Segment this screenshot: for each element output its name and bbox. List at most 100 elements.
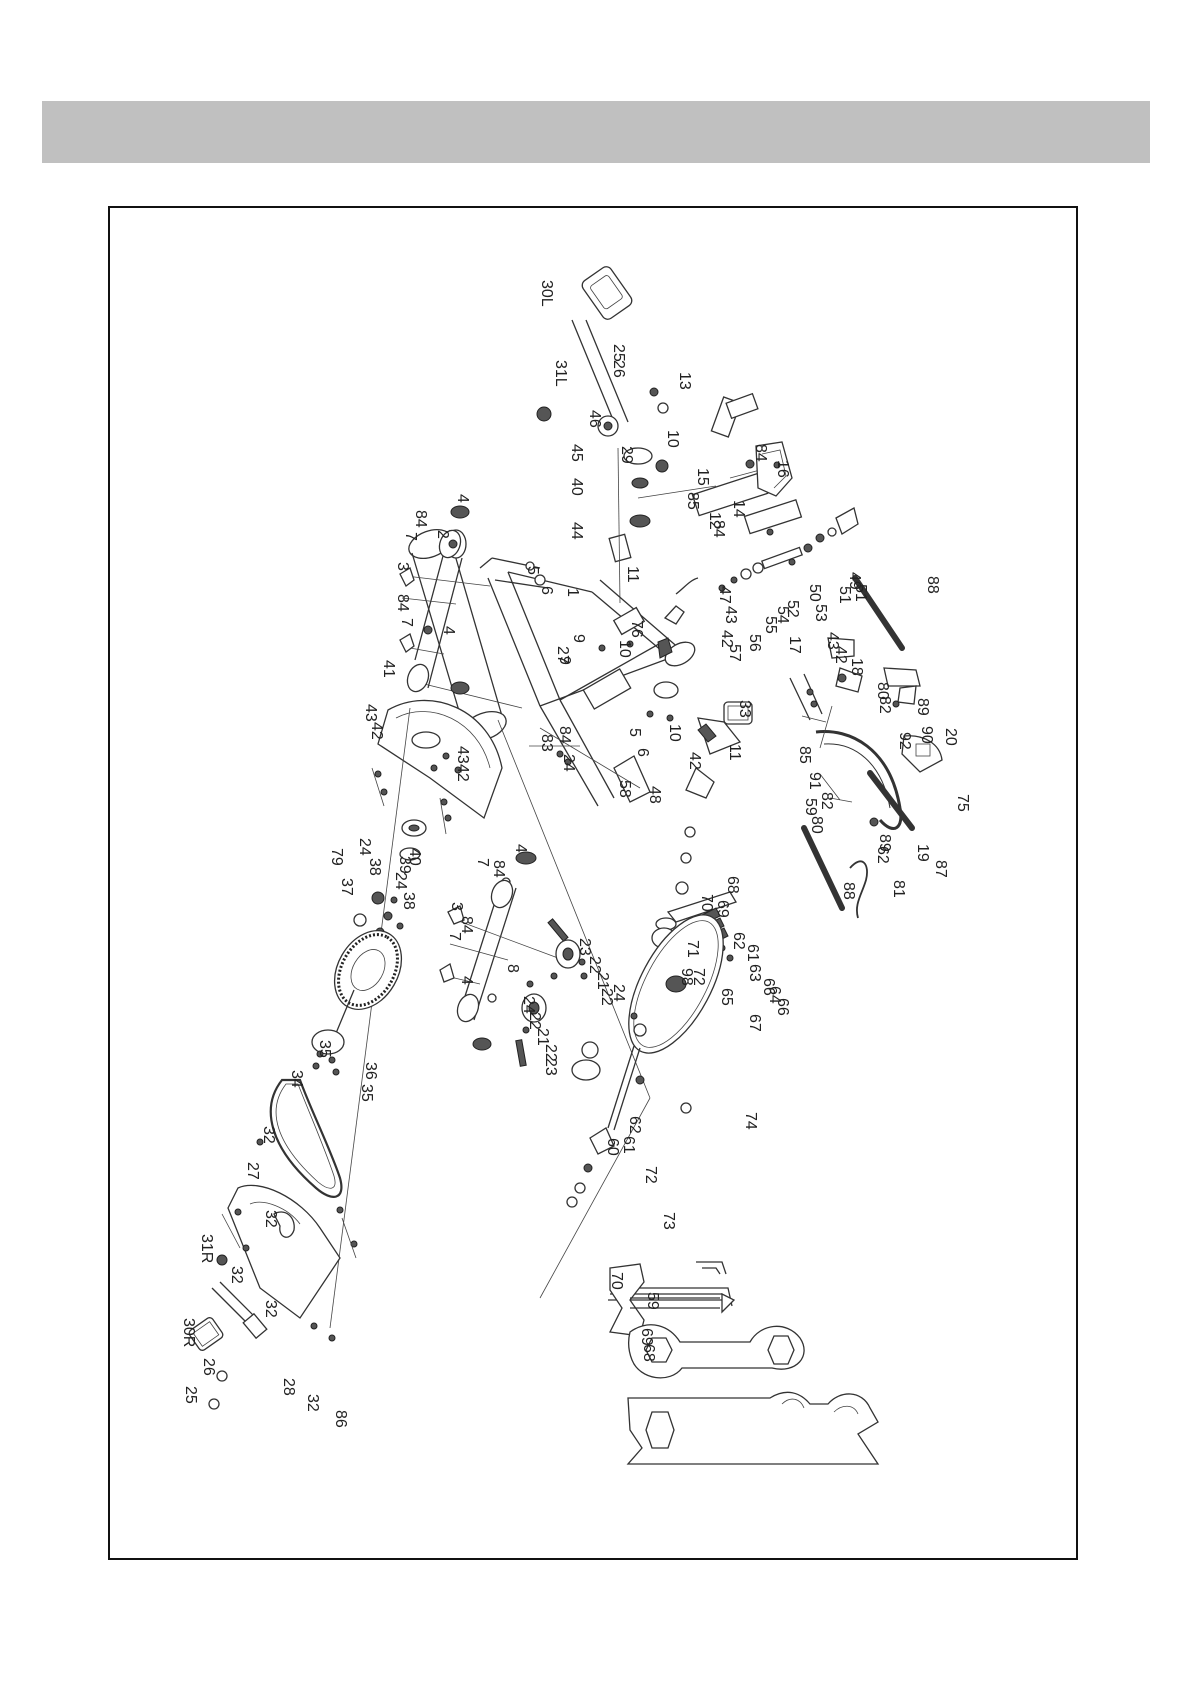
part-label-84: 84 xyxy=(412,510,429,528)
part-label-37: 37 xyxy=(338,878,355,896)
part-label-4: 4 xyxy=(440,626,457,635)
part-label-9: 9 xyxy=(570,634,587,643)
part-label-24: 24 xyxy=(520,996,537,1014)
part-label-23: 23 xyxy=(576,938,593,956)
part-label-26: 26 xyxy=(610,360,627,378)
part-label-80: 80 xyxy=(874,682,891,700)
part-label-39: 39 xyxy=(396,856,413,874)
part-label-13: 13 xyxy=(676,372,693,390)
part-label-10: 10 xyxy=(664,430,681,448)
part-label-51: 51 xyxy=(836,586,853,604)
part-label-64: 64 xyxy=(766,986,783,1004)
part-label-43: 43 xyxy=(454,746,471,764)
part-label-65: 65 xyxy=(718,988,735,1006)
part-label-84: 84 xyxy=(752,444,769,462)
part-label-91: 91 xyxy=(806,772,823,790)
part-label-30l: 30L xyxy=(538,280,555,307)
part-label-25: 25 xyxy=(610,344,627,362)
part-label-67: 67 xyxy=(746,1014,763,1032)
belt-and-cover xyxy=(221,1078,358,1342)
part-label-10: 10 xyxy=(666,724,683,742)
part-label-28: 28 xyxy=(280,1378,297,1396)
part-label-31r: 31R xyxy=(198,1234,215,1263)
part-label-58: 58 xyxy=(616,780,633,798)
part-labels: 30L31L2526294645404413108416121585841448… xyxy=(180,280,971,1428)
part-label-5: 5 xyxy=(626,728,643,737)
part-label-18: 18 xyxy=(848,658,865,676)
part-label-44: 44 xyxy=(568,522,585,540)
part-label-32: 32 xyxy=(304,1394,321,1412)
part-label-35: 35 xyxy=(358,1084,375,1102)
part-label-85: 85 xyxy=(796,746,813,764)
part-label-72: 72 xyxy=(690,968,707,986)
part-label-7: 7 xyxy=(474,858,491,867)
part-label-54: 54 xyxy=(774,606,791,624)
part-label-51: 51 xyxy=(852,584,869,602)
part-label-17: 17 xyxy=(786,636,803,654)
part-label-90: 90 xyxy=(918,726,935,744)
part-label-21: 21 xyxy=(534,1028,551,1046)
part-label-42: 42 xyxy=(832,646,849,664)
part-label-89: 89 xyxy=(914,698,931,716)
part-label-43: 43 xyxy=(722,606,739,624)
part-label-32: 32 xyxy=(262,1210,279,1228)
part-label-40: 40 xyxy=(406,848,423,866)
part-label-21: 21 xyxy=(594,972,611,990)
part-label-8: 8 xyxy=(504,964,521,973)
part-label-50: 50 xyxy=(806,584,823,602)
part-label-62: 62 xyxy=(730,932,747,950)
part-label-62: 62 xyxy=(626,1116,643,1134)
part-label-69: 69 xyxy=(714,900,731,918)
crank-housing xyxy=(329,699,503,1329)
part-label-27: 27 xyxy=(554,646,571,664)
tension-assembly xyxy=(718,507,859,592)
part-label-24: 24 xyxy=(560,754,577,772)
part-label-26: 26 xyxy=(200,1358,217,1376)
part-label-43: 43 xyxy=(824,632,841,650)
part-label-68: 68 xyxy=(724,876,741,894)
part-label-53: 53 xyxy=(812,604,829,622)
part-label-88: 88 xyxy=(840,882,857,900)
part-label-47: 47 xyxy=(716,586,733,604)
part-label-5: 5 xyxy=(524,566,541,575)
part-label-35: 35 xyxy=(316,1040,333,1058)
part-label-59: 59 xyxy=(644,1292,661,1310)
part-label-62: 62 xyxy=(874,846,891,864)
part-label-55: 55 xyxy=(762,616,779,634)
double-box-wrench-tool xyxy=(628,1324,805,1379)
part-label-22: 22 xyxy=(586,956,603,974)
idler-bracket xyxy=(635,1075,692,1114)
part-label-3: 3 xyxy=(394,562,411,571)
part-label-12: 12 xyxy=(706,512,723,530)
part-label-87: 87 xyxy=(932,860,949,878)
diagram-canvas: 30L31L2526294645404413108416121585841448… xyxy=(180,266,971,1465)
part-label-82: 82 xyxy=(818,792,835,810)
part-label-84: 84 xyxy=(394,594,411,612)
part-label-57: 57 xyxy=(726,644,743,662)
part-label-69: 69 xyxy=(638,1328,655,1346)
part-label-82: 82 xyxy=(876,696,893,714)
part-label-46: 46 xyxy=(586,410,603,428)
part-label-74: 74 xyxy=(742,1112,759,1130)
part-label-80: 80 xyxy=(808,816,825,834)
part-label-84: 84 xyxy=(710,520,727,538)
part-label-63: 63 xyxy=(746,964,763,982)
section-header-bar xyxy=(42,101,1150,163)
part-label-66: 66 xyxy=(760,978,777,996)
seat-assembly xyxy=(536,266,803,604)
part-label-3: 3 xyxy=(448,902,465,911)
part-label-83: 83 xyxy=(538,734,555,752)
part-label-27: 27 xyxy=(244,1162,261,1180)
part-label-92: 92 xyxy=(896,732,913,750)
part-label-25: 25 xyxy=(182,1386,199,1404)
part-label-38: 38 xyxy=(400,892,417,910)
part-label-23: 23 xyxy=(542,1058,559,1076)
part-label-24: 24 xyxy=(356,838,373,856)
part-label-79: 79 xyxy=(328,848,345,866)
part-label-29: 29 xyxy=(618,446,635,464)
part-label-38: 38 xyxy=(366,858,383,876)
part-label-66: 66 xyxy=(774,998,791,1016)
part-label-61: 61 xyxy=(620,1136,637,1154)
part-label-34: 34 xyxy=(288,1070,305,1088)
